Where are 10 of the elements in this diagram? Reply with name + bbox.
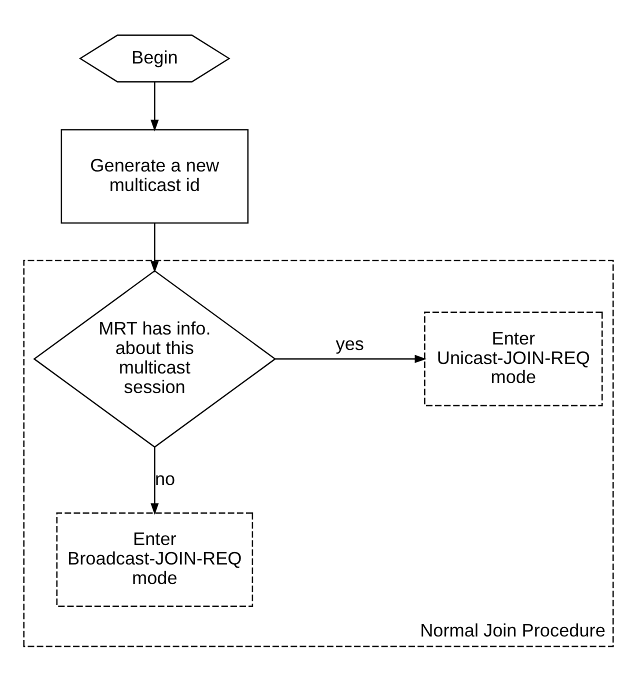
arrow bbox=[150, 82, 159, 132]
node-box: Enter Unicast-JOIN-REQ mode bbox=[424, 312, 603, 406]
arrow bbox=[275, 354, 426, 364]
edge-label: yes bbox=[336, 334, 364, 354]
arrow bbox=[150, 447, 159, 515]
node-diamond: MRT has info. about this multicast session bbox=[33, 270, 276, 448]
edge-label: no bbox=[154, 468, 176, 489]
node-box: Enter Broadcast-JOIN-REQ mode bbox=[56, 512, 254, 607]
arrow bbox=[150, 223, 159, 273]
node-box: Generate a new multicast id bbox=[60, 129, 249, 224]
